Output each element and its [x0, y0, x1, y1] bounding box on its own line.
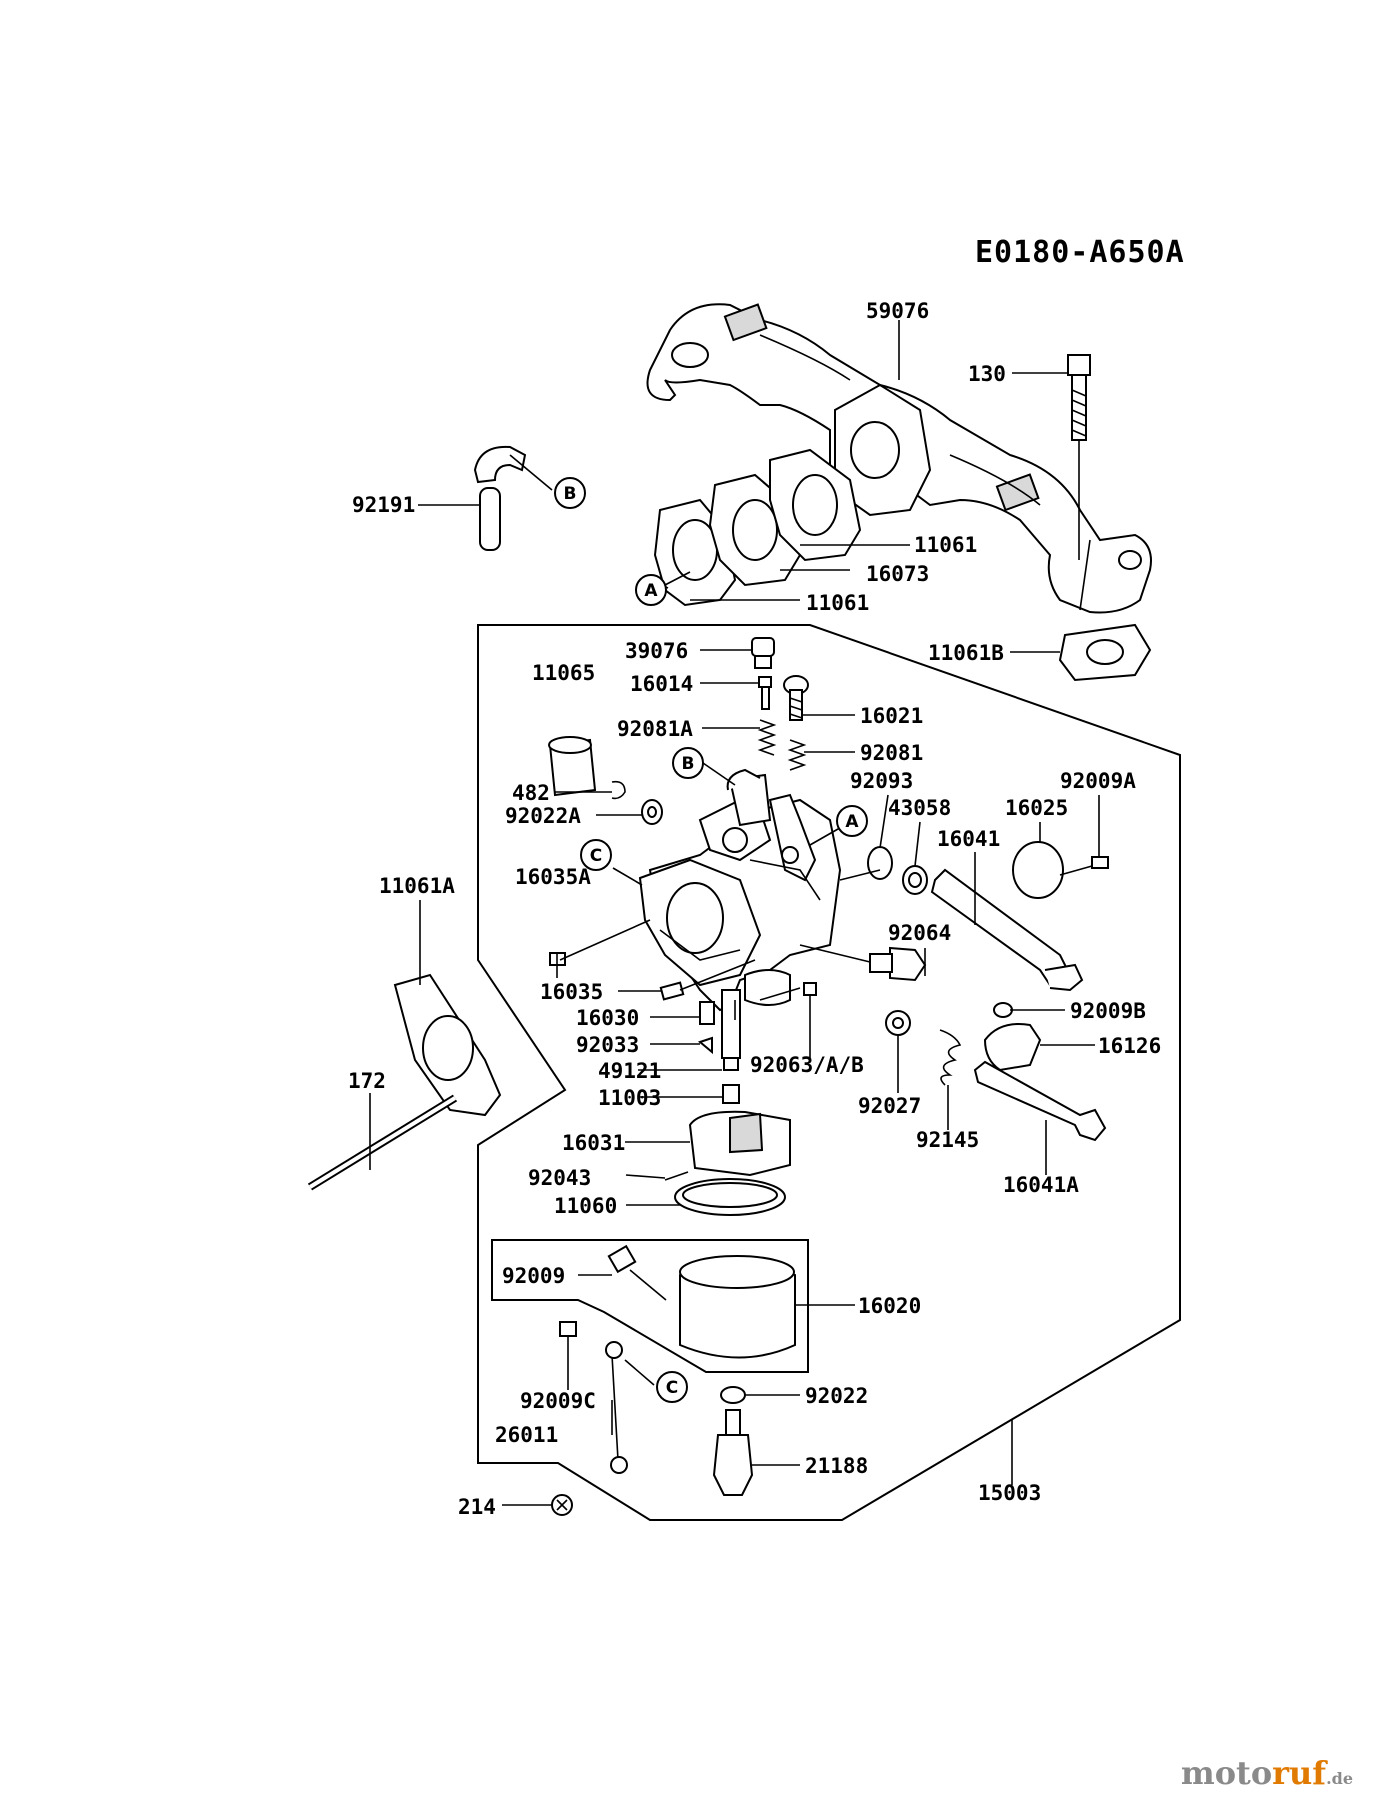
watermark-logo: motoruf.de: [1180, 1754, 1353, 1792]
part-label: 11061: [806, 591, 869, 615]
part-label: 16021: [860, 704, 923, 728]
part-label: 92009A: [1060, 769, 1136, 793]
part-label: 16030: [576, 1006, 639, 1030]
part-label: 16031: [562, 1131, 625, 1155]
part-label: 16035: [540, 980, 603, 1004]
part-labels: 59076 130 92191 11061 16073 11061 11061B…: [348, 299, 1161, 1519]
part-label: 92063/A/B: [750, 1053, 864, 1077]
part-label: 11061B: [928, 641, 1004, 665]
part-label: 92022: [805, 1384, 868, 1408]
part-label: 92043: [528, 1166, 591, 1190]
part-label: 92081: [860, 741, 923, 765]
part-label: 92009C: [520, 1389, 596, 1413]
part-label: 16020: [858, 1294, 921, 1318]
part-label: 92027: [858, 1094, 921, 1118]
part-label: 16035A: [515, 865, 591, 889]
ref-marker-a-top: A: [635, 574, 667, 606]
part-label: 16126: [1098, 1034, 1161, 1058]
part-label: 15003: [978, 1481, 1041, 1505]
svg-text:B: B: [682, 754, 695, 774]
gasket-group: [653, 448, 1152, 682]
bolt-130: [1067, 354, 1091, 560]
part-label: 26011: [495, 1423, 558, 1447]
part-label: 11061A: [379, 874, 455, 898]
svg-text:A: A: [845, 812, 859, 832]
carb-small-parts: [307, 637, 1109, 1516]
svg-text:C: C: [590, 846, 602, 866]
svg-text:C: C: [666, 1378, 678, 1398]
part-label: 92022A: [505, 804, 581, 828]
part-label: 16014: [630, 672, 693, 696]
part-label: 11060: [554, 1194, 617, 1218]
exhaust-manifold: [646, 303, 1152, 614]
ref-marker-a-carb: A: [836, 805, 868, 837]
ref-marker-c-link: C: [656, 1371, 688, 1403]
part-label: 49121: [598, 1059, 661, 1083]
leader-lines: [369, 320, 1100, 1506]
part-label: 482: [512, 781, 550, 805]
part-label: 16041: [937, 827, 1000, 851]
part-label: 92081A: [617, 717, 693, 741]
bowl-bracket: [491, 1239, 809, 1373]
ref-marker-b-top: B: [554, 477, 586, 509]
part-label: 92191: [352, 493, 415, 517]
part-label: 92009B: [1070, 999, 1146, 1023]
part-label: 92145: [916, 1128, 979, 1152]
part-label: 214: [458, 1495, 496, 1519]
carburetor-body: [638, 768, 842, 1012]
ref-marker-b-carb: B: [672, 747, 704, 779]
part-label: 130: [968, 362, 1006, 386]
svg-text:B: B: [564, 484, 577, 504]
svg-text:A: A: [644, 581, 658, 601]
part-label: 92093: [850, 769, 913, 793]
part-label: 43058: [888, 796, 951, 820]
diagram-code: E0180-A650A: [975, 235, 1185, 270]
part-label: 39076: [625, 639, 688, 663]
part-label: 11003: [598, 1086, 661, 1110]
part-label: 92009: [502, 1264, 565, 1288]
part-label: 16073: [866, 562, 929, 586]
assembly-frame: [477, 624, 1181, 1521]
part-label: 172: [348, 1069, 386, 1093]
hose-92191: [473, 445, 527, 551]
part-label: 92033: [576, 1033, 639, 1057]
part-label: 92064: [888, 921, 951, 945]
part-label: 16041A: [1003, 1173, 1079, 1197]
part-label: 11061: [914, 533, 977, 557]
part-label: 16025: [1005, 796, 1068, 820]
part-label: 59076: [866, 299, 929, 323]
part-label: 11065: [532, 661, 595, 685]
part-label: 21188: [805, 1454, 868, 1478]
ref-marker-c-carb: C: [580, 839, 612, 871]
